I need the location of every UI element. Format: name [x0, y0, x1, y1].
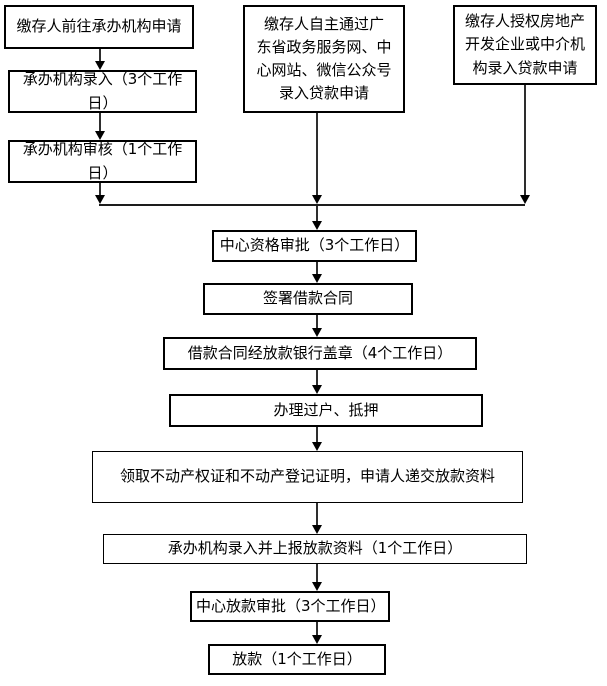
arrow-down-icon — [312, 582, 322, 591]
arrow-down-icon — [520, 195, 530, 204]
flow-box-online-self-apply: 缴存人自主通过广 东省政务服务网、中 心网站、微信公众号 录入贷款申请 — [243, 5, 405, 113]
flow-box-bank-stamp-contract: 借款合同经放款银行盖章（4个工作日） — [163, 337, 477, 370]
flow-box-institution-entry: 承办机构录入（3个工作日） — [8, 70, 197, 113]
connector-line — [316, 564, 318, 582]
connector-line — [316, 206, 318, 221]
flow-box-collect-certificates-submit-materials: 领取不动产权证和不动产登记证明，申请人递交放款资料 — [92, 451, 523, 503]
connector-line — [99, 183, 101, 195]
connector-line — [316, 503, 318, 525]
connector-line — [316, 315, 318, 328]
arrow-down-icon — [312, 221, 322, 230]
flow-box-apply-at-institution: 缴存人前往承办机构申请 — [4, 5, 194, 49]
connector-line — [316, 113, 318, 195]
arrow-down-icon — [312, 328, 322, 337]
arrow-down-icon — [312, 442, 322, 451]
arrow-down-icon — [312, 195, 322, 204]
connector-line — [316, 427, 318, 442]
connector-line — [99, 113, 101, 131]
connector-line — [99, 49, 101, 61]
arrow-down-icon — [95, 61, 105, 70]
arrow-down-icon — [312, 385, 322, 394]
arrow-down-icon — [95, 195, 105, 204]
merge-connector-line — [99, 204, 525, 206]
flow-box-institution-review: 承办机构审核（1个工作日） — [8, 140, 197, 183]
flow-box-sign-loan-contract: 签署借款合同 — [203, 283, 413, 315]
flow-box-entry-upload-loan-materials: 承办机构录入并上报放款资料（1个工作日） — [103, 534, 527, 564]
flow-box-authorized-agency-apply: 缴存人授权房地产 开发企业或中介机 构录入贷款申请 — [453, 5, 597, 85]
flow-box-transfer-and-mortgage: 办理过户、抵押 — [169, 394, 483, 427]
flow-box-center-disbursement-approval: 中心放款审批（3个工作日） — [190, 591, 390, 622]
connector-line — [316, 370, 318, 385]
arrow-down-icon — [312, 274, 322, 283]
arrow-down-icon — [312, 635, 322, 644]
connector-line — [316, 622, 318, 635]
connector-line — [524, 85, 526, 195]
flow-box-disbursement: 放款（1个工作日） — [208, 644, 386, 675]
flow-box-center-qualification-approval: 中心资格审批（3个工作日） — [212, 230, 417, 262]
arrow-down-icon — [95, 131, 105, 140]
arrow-down-icon — [312, 525, 322, 534]
connector-line — [316, 262, 318, 274]
